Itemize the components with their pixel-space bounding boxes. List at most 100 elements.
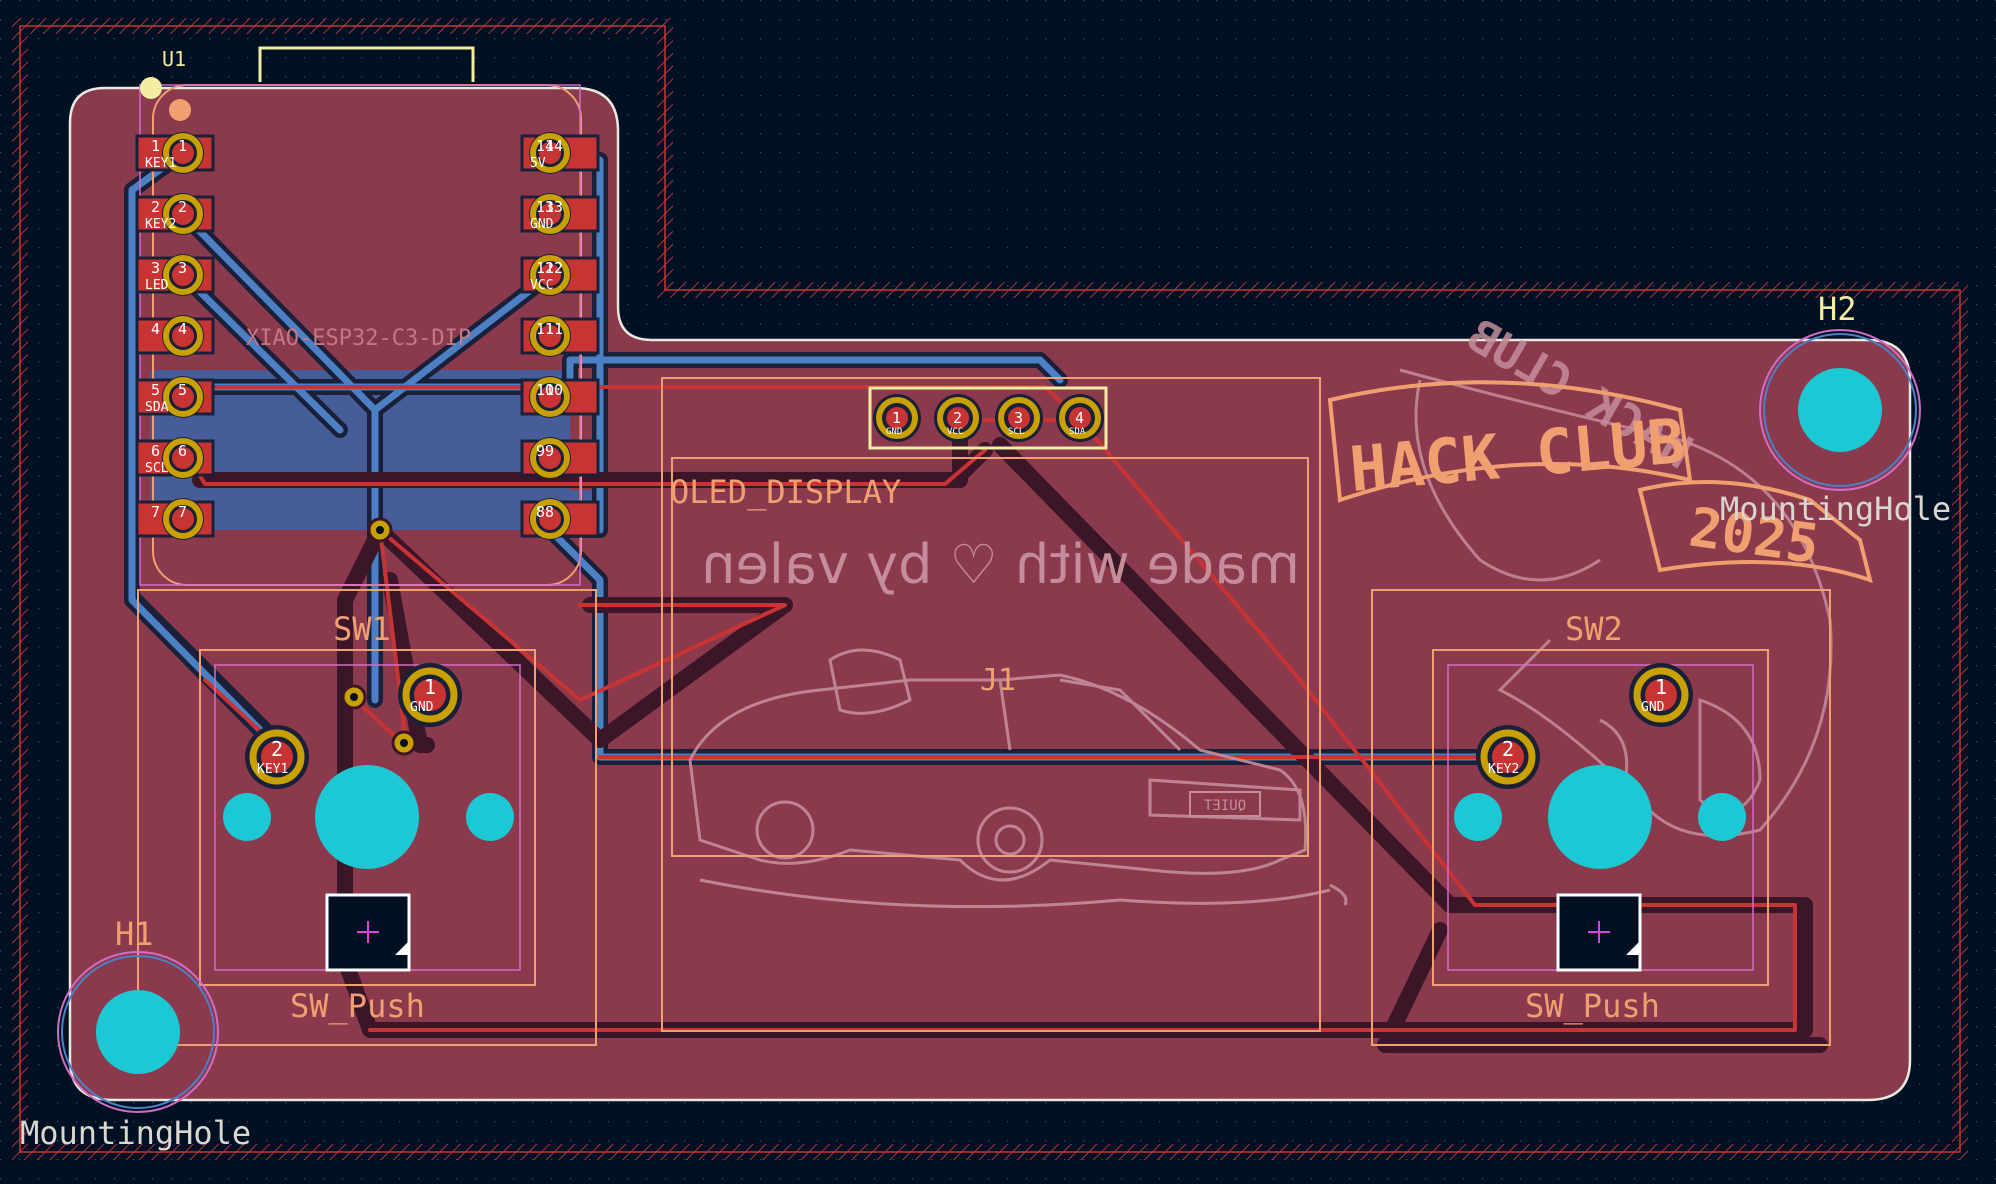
switch-pad-name: GND	[410, 700, 434, 715]
j1-pin-name: SDA	[1069, 427, 1086, 437]
mounting-hole-h1[interactable]: H1 MountingHole	[20, 915, 251, 1152]
sw1-led[interactable]	[325, 893, 411, 972]
switch-pad-name: KEY1	[257, 762, 288, 777]
u1-pin-number-alt: 7	[178, 503, 187, 521]
sw2-footprint[interactable]: SW2 SW_Push	[1371, 589, 1831, 1046]
h2-value: MountingHole	[1720, 490, 1951, 528]
sw1-center-hole	[315, 765, 419, 869]
license-plate: QUIET	[1189, 791, 1261, 817]
u1-pin-number: 9	[536, 442, 545, 460]
j1-pin-name: VCC	[947, 427, 963, 437]
u1-pin-name: 5V	[530, 156, 546, 171]
u1-pin-number-alt: 8	[545, 503, 554, 521]
u1-pin-number-alt: 3	[178, 259, 187, 277]
back-silkscreen-text: made with ♡ by valen	[701, 533, 1300, 596]
u1-pin-number: 4	[151, 320, 160, 338]
sw1-left-hole	[223, 793, 271, 841]
u1-pin-name: VCC	[530, 278, 553, 293]
u1-pin-number-alt: 11	[545, 320, 563, 338]
sw2-right-hole	[1698, 793, 1746, 841]
j1-pin-name: SCL	[1008, 427, 1024, 437]
u1-pin-number-alt: 1	[178, 137, 187, 155]
u1-pin-number: 6	[151, 442, 160, 460]
sw1-right-hole	[466, 793, 514, 841]
u1-pin-number: 14	[536, 137, 554, 155]
u1-pin-number: 10	[536, 381, 554, 399]
u1-pin-number: 7	[151, 503, 160, 521]
j1-pin-number: 1	[892, 409, 901, 427]
u1-pin-name: SCL	[145, 461, 169, 476]
mounting-hole-h2[interactable]: H2 MountingHole	[1720, 290, 1951, 528]
sw2-center-hole	[1548, 765, 1652, 869]
j1-pin-number: 2	[953, 409, 962, 427]
u1-pin-name: SDA	[145, 400, 169, 415]
switch-pad-name: KEY2	[1488, 762, 1519, 777]
oled-display-footprint[interactable]: OLED_DISPLAY J1	[661, 377, 1321, 1032]
switch-pad-name: GND	[1641, 700, 1665, 715]
j1-pin-number: 3	[1014, 409, 1023, 427]
sw1-footprint[interactable]: SW1 SW_Push	[137, 589, 597, 1046]
u1-pin-number: 3	[151, 259, 160, 277]
u1-pin-number-alt: 13	[545, 198, 563, 216]
u1-pin-number-alt: 12	[545, 259, 563, 277]
u1-pin-number: 11	[536, 320, 554, 338]
h2-ref: H2	[1818, 290, 1857, 328]
u1-pin-number-alt: 6	[178, 442, 187, 460]
u1-pin-number: 1	[151, 137, 160, 155]
switch-pad-number: 1	[424, 675, 436, 699]
u1-pin-name: KEY2	[145, 217, 176, 232]
u1-ref: U1	[162, 47, 186, 71]
u1-pin-number-alt: 5	[178, 381, 187, 399]
u1-value: XIAO-ESP32-C3-DIP	[246, 326, 471, 351]
h1-value: MountingHole	[20, 1114, 251, 1152]
switch-pad-number: 1	[1655, 675, 1667, 699]
pin1-marker	[140, 77, 162, 99]
keepout-zone	[12, 18, 1968, 1160]
switch-pad-number: 2	[1502, 737, 1514, 761]
vias[interactable]	[341, 517, 417, 756]
sw1-ref: SW1	[333, 610, 391, 648]
u1-pin-number: 2	[151, 198, 160, 216]
sw2-left-hole	[1454, 793, 1502, 841]
u1-pin-number: 5	[151, 381, 160, 399]
car-artwork	[688, 648, 1348, 909]
sw1-value: SW_Push	[290, 987, 425, 1025]
u1-pin-name: KEY1	[145, 156, 176, 171]
u1-pin-name: GND	[530, 217, 554, 232]
sw2-ref: SW2	[1565, 610, 1623, 648]
license-plate-text: QUIET	[1203, 798, 1246, 814]
j1-pin-number: 4	[1075, 409, 1084, 427]
u1-pin-number-alt: 9	[545, 442, 554, 460]
u1-pin-number: 8	[536, 503, 545, 521]
oled-display-ref: J1	[980, 663, 1016, 698]
u1-pin-number-alt: 2	[178, 198, 187, 216]
u1-pin-number: 12	[536, 259, 554, 277]
